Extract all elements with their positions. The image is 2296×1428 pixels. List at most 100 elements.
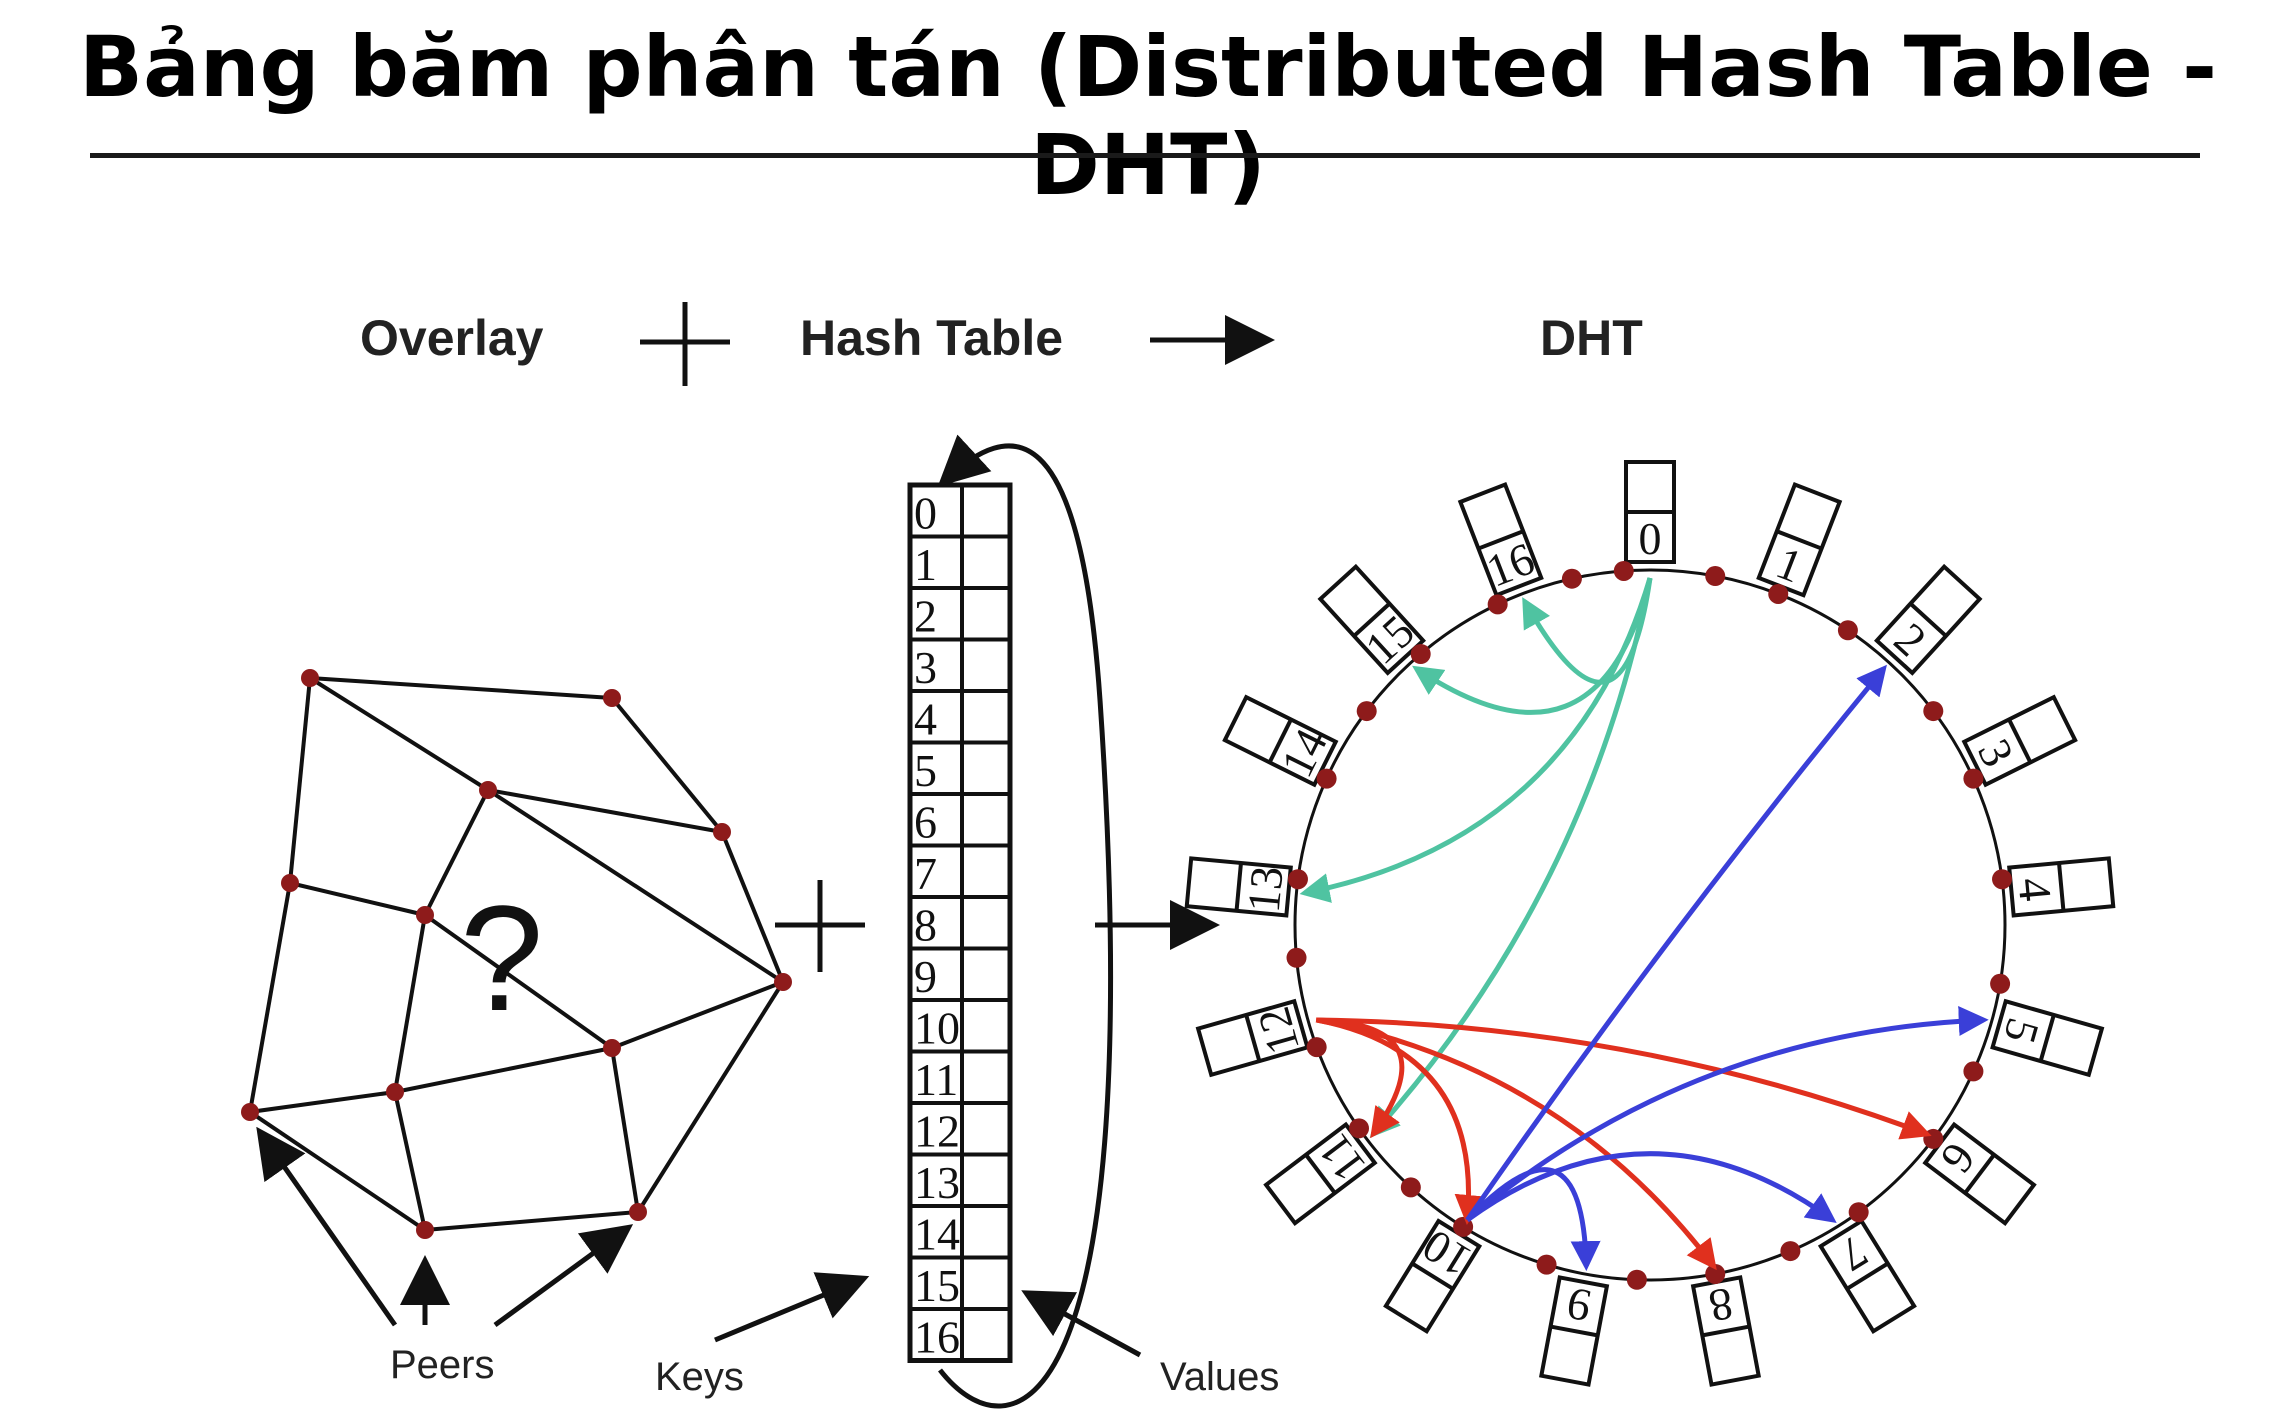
overlay-link (720, 831, 785, 983)
hash-table-key: 9 (914, 951, 937, 1002)
dht-key: 4 (2008, 876, 2061, 904)
hash-table-key: 5 (914, 745, 937, 796)
hash-table-key: 16 (914, 1312, 960, 1363)
hash-table-key: 2 (914, 591, 937, 642)
peer-node (416, 1221, 434, 1239)
hash-table-key: 12 (914, 1106, 960, 1157)
dht-peer-node (1613, 560, 1634, 581)
peer-node (386, 1083, 404, 1101)
overlay-link (423, 789, 490, 916)
dht-bucket: 11 (1263, 1121, 1378, 1226)
hash-table-key: 8 (914, 900, 937, 951)
overlay-link (487, 788, 723, 834)
hash-table-key: 13 (914, 1157, 960, 1208)
overlay-link (308, 676, 490, 792)
routing-arrow (1412, 577, 1653, 715)
overlay-link (423, 913, 614, 1050)
hash-table-key: 3 (914, 642, 937, 693)
overlay-link (424, 1210, 639, 1232)
dht-key: 13 (1238, 864, 1293, 915)
page-title: Bảng băm phân tán (Distributed Hash Tabl… (79, 18, 2217, 214)
dht-bucket-divider (1352, 602, 1391, 638)
routing-arrow (1299, 577, 1653, 903)
dht-bucket-divider (1550, 1324, 1599, 1338)
dht-bucket: 16 (1457, 482, 1544, 598)
peer-node (416, 906, 434, 924)
dht-bucket: 8 (1690, 1275, 1762, 1387)
dht-peer-node (1487, 594, 1508, 615)
overlay-network (241, 669, 792, 1239)
dht-bucket-divider (2038, 1014, 2056, 1062)
hash-table-key: 11 (914, 1054, 958, 1105)
dht-bucket-divider (1477, 529, 1524, 551)
routing-arrow (1316, 1017, 1932, 1140)
table-wrap-arrow (937, 434, 1114, 1409)
values-arrow (1021, 1290, 1142, 1358)
routing-arrow (1465, 1006, 1989, 1222)
dht-peer-node (1990, 973, 2011, 994)
dht-peer-node (1963, 768, 1984, 789)
title-divider (90, 153, 2200, 158)
overlay-link (248, 1110, 427, 1232)
header-overlay: Overlay (360, 310, 544, 366)
overlay-link (610, 1047, 640, 1213)
dht-ring-circle (1293, 568, 2007, 1282)
dht-bucket-divider (2007, 718, 2033, 764)
dht-peer-node (1287, 869, 1308, 890)
dht-bucket: 12 (1195, 998, 1310, 1078)
dht-bucket-divider (1304, 1153, 1337, 1195)
dht-bucket: 7 (1817, 1218, 1917, 1335)
header-hash-table: Hash Table (800, 310, 1063, 366)
plus-sign-header (640, 302, 730, 386)
dht-peer-node (1848, 1202, 1869, 1223)
routing-arrow (1369, 577, 1653, 1138)
hash-table-key: 14 (914, 1209, 960, 1260)
dht-bucket: 13 (1184, 856, 1293, 918)
dht-peer-node (1837, 620, 1858, 641)
peer-node (629, 1203, 647, 1221)
dht-peer-node (1561, 568, 1582, 589)
dht-bucket-divider (1776, 529, 1823, 551)
hash-table-key: 6 (914, 797, 937, 848)
dht-bucket-divider (1267, 718, 1293, 764)
label-peers: Peers (390, 1343, 495, 1387)
dht-peer-node (1400, 1177, 1421, 1198)
dht-peer-node (1963, 1061, 1984, 1082)
dht-key: 0 (1639, 513, 1662, 564)
dht-bucket-divider (1909, 602, 1948, 638)
dht-peer-node (1536, 1254, 1557, 1275)
overlay-link (611, 980, 784, 1050)
routing-arrow (1465, 1167, 1601, 1272)
peer-node (281, 874, 299, 892)
overlay-link (289, 881, 426, 917)
dht-peer-node (1306, 1037, 1327, 1058)
keys-arrow (714, 1272, 870, 1343)
dht-bucket: 4 (2007, 856, 2116, 918)
overlay-link (394, 1046, 613, 1094)
dht-bucket-divider (1963, 1153, 1996, 1195)
peer-node (774, 973, 792, 991)
dht-bucket-divider (1701, 1324, 1750, 1338)
overlay-link (249, 1090, 396, 1114)
dht-bucket-divider (1234, 862, 1243, 911)
dht-bucket: 0 (1624, 460, 1676, 564)
hash-table-key: 0 (914, 488, 937, 539)
overlay-link (309, 676, 613, 700)
overlay-link (486, 788, 785, 984)
overlay-link (393, 914, 427, 1093)
dht-bucket: 2 (1873, 563, 1983, 676)
dht-bucket-divider (1411, 1261, 1455, 1291)
dht-bucket: 15 (1317, 563, 1427, 676)
peer-node (301, 669, 319, 687)
dht-bucket-divider (1244, 1014, 1262, 1062)
dht-peer-node (1410, 643, 1431, 664)
dht-bucket: 5 (1990, 998, 2105, 1078)
dht-bucket: 3 (1961, 694, 2078, 788)
label-values: Values (1160, 1355, 1279, 1399)
dht-peer-node (1316, 768, 1337, 789)
peer-node (603, 689, 621, 707)
dht-bucket: 1 (1756, 482, 1843, 598)
dht-bucket-divider (1845, 1261, 1889, 1291)
